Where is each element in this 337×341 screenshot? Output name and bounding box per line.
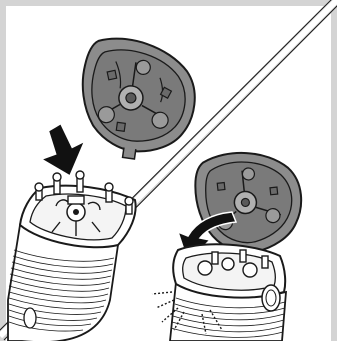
shaver-head-icon — [170, 244, 286, 341]
